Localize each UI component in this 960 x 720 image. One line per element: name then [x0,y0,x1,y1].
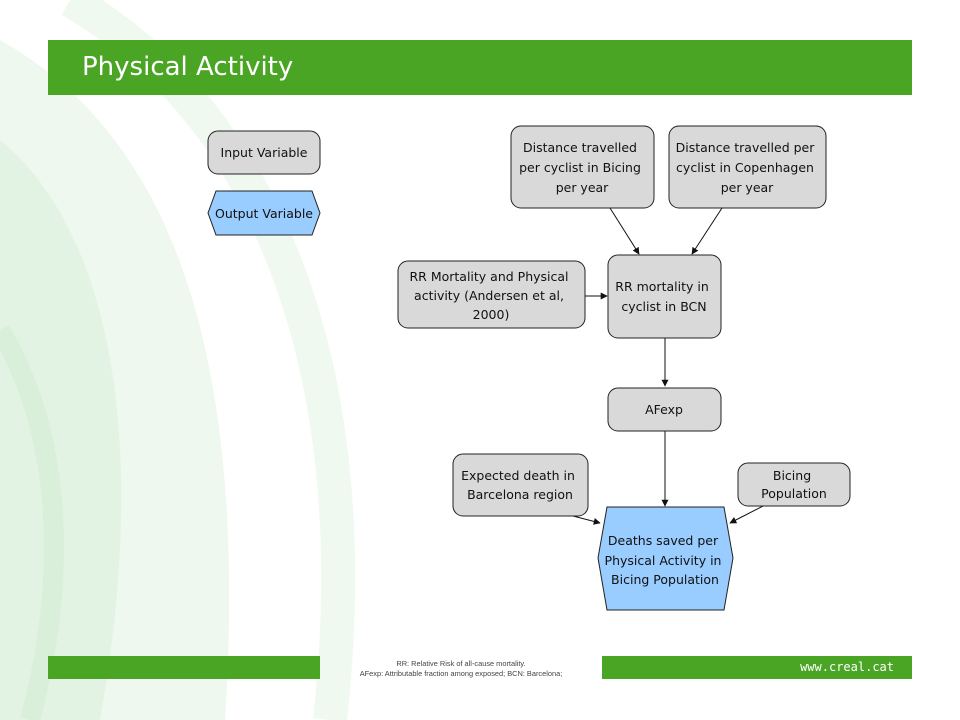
node-line: Expected death in [461,468,575,483]
node-line: Population [761,486,827,501]
node-rr-bcn-label: RR mortality in cyclist in BCN [615,279,712,314]
node-rr-andersen: RR Mortality and Physical activity (Ande… [397,260,586,329]
node-line: AFexp [645,402,683,417]
node-line: per year [556,180,609,195]
node-afexp: AFexp [607,387,722,432]
legend-output-variable: Output Variable [207,190,321,236]
node-distance-bicing: Distance travelled per cyclist in Bicing… [510,125,655,209]
node-deaths-saved-label: Deaths saved per Physical Activity in Bi… [605,533,726,587]
node-expected-death: Expected death in Barcelona region [452,453,589,517]
node-bicing-population-label: Bicing Population [761,468,827,501]
legend-input-label: Input Variable [221,145,308,160]
footer-url: www.creal.cat [800,660,894,674]
node-line: per year [721,180,774,195]
node-line: 2000) [473,307,510,322]
node-line: Bicing Population [611,572,719,587]
node-line: Bicing [773,468,811,483]
node-distance-copenhagen-label: Distance travelled per cyclist in Copenh… [676,140,819,195]
title-bar: Physical Activity [48,40,912,95]
node-line: RR mortality in [615,279,708,294]
node-deaths-saved: Deaths saved per Physical Activity in Bi… [597,506,734,611]
node-afexp-label: AFexp [645,402,683,417]
connectors [572,207,766,525]
footer-bar-left [48,656,320,679]
node-rr-bcn: RR mortality in cyclist in BCN [607,254,722,339]
node-expected-death-label: Expected death in Barcelona region [461,468,579,502]
node-bicing-population: Bicing Population [737,462,851,507]
node-line: per cyclist in Bicing [519,160,641,175]
node-line: cyclist in BCN [621,299,706,314]
node-line: Deaths saved per [608,533,719,548]
page-title: Physical Activity [82,52,294,82]
arrow-bicing-pop-to-deaths-saved [729,504,766,524]
arrow-dist-bicing-to-rr-bcn [609,207,640,255]
node-line: activity (Andersen et al, [414,288,564,303]
legend-input-variable: Input Variable [207,130,321,175]
footnote: RR: Relative Risk of all-cause mortality… [320,659,602,679]
node-line: Physical Activity in [605,553,722,568]
node-line: Barcelona region [467,487,573,502]
node-line: Distance travelled [523,140,637,155]
legend-output-label: Output Variable [215,206,313,221]
footnote-line-1: RR: Relative Risk of all-cause mortality… [396,659,526,668]
node-line: cyclist in Copenhagen [676,160,814,175]
node-line: RR Mortality and Physical [409,269,568,284]
arrow-expected-death-to-deaths-saved [572,515,601,525]
arrow-dist-copenhagen-to-rr-bcn [691,207,723,255]
node-rr-andersen-label: RR Mortality and Physical activity (Ande… [409,269,572,322]
footnote-line-2: AFexp: Attributable fraction among expos… [359,669,563,678]
node-distance-copenhagen: Distance travelled per cyclist in Copenh… [668,125,827,209]
node-distance-bicing-label: Distance travelled per cyclist in Bicing… [519,140,645,195]
node-line: Distance travelled per [676,140,816,155]
footer-bar-right: www.creal.cat [602,656,912,679]
